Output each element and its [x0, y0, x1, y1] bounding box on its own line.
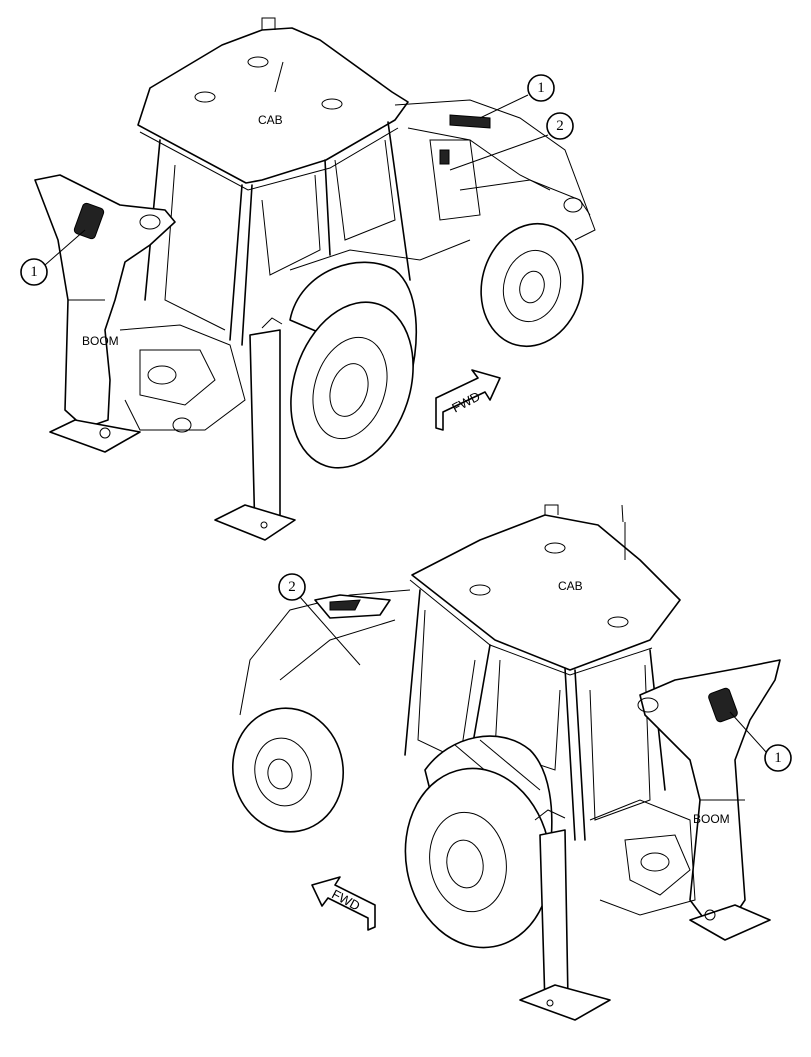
top-callout-1b-number: 1 [30, 264, 38, 280]
top-cab-roof [137, 27, 409, 184]
top-decal-2 [439, 149, 450, 165]
bottom-cab-label: CAB [558, 579, 583, 593]
top-cab-label: CAB [258, 113, 283, 127]
bottom-fwd-label: FWD [329, 886, 362, 913]
bottom-boom-label: BOOM [693, 812, 730, 826]
top-boom-label: BOOM [82, 334, 119, 348]
bottom-callout-1: 1 [729, 711, 792, 772]
top-hood-decal-1 [449, 114, 491, 129]
bottom-callout-1-number: 1 [774, 750, 782, 766]
bottom-boom-decal-1 [708, 687, 738, 723]
bottom-callout-2-number: 2 [288, 579, 296, 595]
bottom-callout-2: 2 [278, 573, 361, 666]
top-callout-1b: 1 [20, 229, 86, 286]
top-callout-1a-number: 1 [537, 80, 545, 96]
top-machine-view [34, 17, 596, 541]
bottom-machine-view [231, 504, 781, 1021]
top-callout-2: 2 [449, 112, 574, 171]
top-callout-2-number: 2 [556, 118, 564, 134]
top-boom-decal-1 [73, 202, 105, 240]
bottom-cab-roof [411, 514, 681, 671]
top-boom [34, 174, 176, 429]
top-fwd-arrow: FWD [435, 369, 501, 431]
bottom-fwd-arrow: FWD [311, 876, 376, 931]
top-callout-1a: 1 [479, 74, 555, 119]
